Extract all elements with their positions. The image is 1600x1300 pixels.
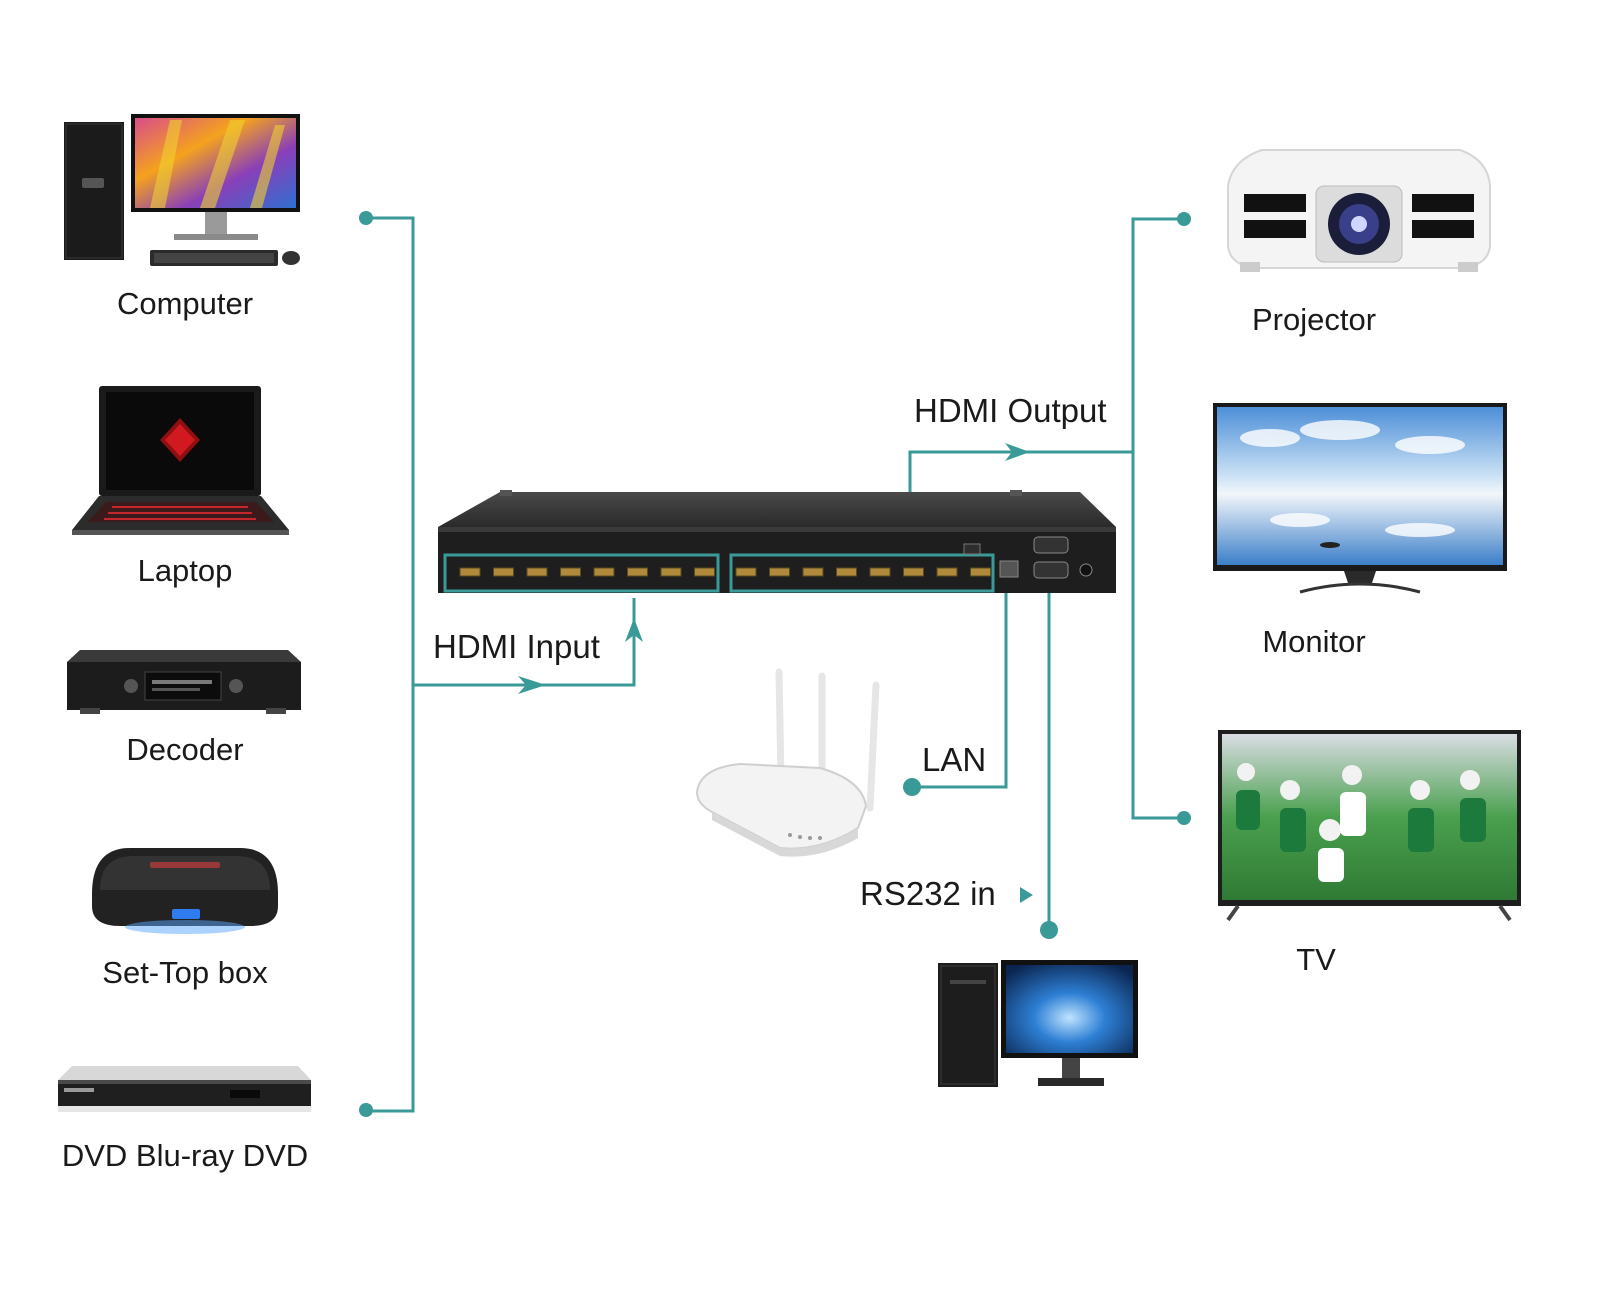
hdmi-input-port-7 [660, 567, 682, 577]
source-label-laptop: Laptop [137, 553, 233, 588]
rs232-in-label: RS232 in [860, 875, 996, 912]
hdmi-output-port-5 [869, 567, 891, 577]
hdmi-output-port-7 [936, 567, 958, 577]
connector-dots [359, 211, 1191, 1117]
hdmi-output-port-2 [769, 567, 790, 577]
source-label-set-top-box: Set-Top box [102, 955, 268, 990]
source-label-decoder: Decoder [126, 732, 244, 767]
hdmi-input-port-1 [459, 567, 481, 577]
bluray-player-icon [58, 1066, 311, 1112]
tv-icon [1218, 730, 1521, 922]
hdmi-output-port-8 [970, 567, 991, 577]
hdmi-output-port-3 [802, 567, 824, 577]
display-label-monitor: Monitor [1262, 624, 1366, 659]
hdmi-input-port-3 [526, 567, 548, 577]
projector-icon [1227, 149, 1491, 272]
hdmi-input-port-5 [593, 567, 615, 577]
hdmi-input-arrow-up [625, 618, 643, 642]
display-label-tv: TV [1296, 942, 1336, 977]
source-label-computer: Computer [116, 286, 254, 321]
hdmi-output-arrow-right [1005, 443, 1030, 461]
router-icon [695, 668, 880, 857]
hdmi-output-port-6 [903, 567, 924, 577]
rs232-arrow-right [1020, 887, 1033, 903]
hdmi-input-label: HDMI Input [433, 628, 600, 665]
hdmi-input-port-8 [694, 567, 715, 577]
hdmi-input-port-4 [560, 567, 581, 577]
computer-icon [64, 114, 300, 266]
display-bus-line [1131, 217, 1184, 820]
source-label-bluray: DVD Blu-ray DVD [61, 1138, 309, 1173]
laptop-icon [72, 386, 289, 535]
control-pc-icon [938, 960, 1138, 1087]
matrix-switcher-icon [438, 490, 1116, 593]
hdmi-input-arrow-right [518, 676, 546, 694]
monitor-icon [1213, 403, 1507, 594]
hdmi-output-port-1 [735, 567, 757, 577]
source-bus-line [366, 216, 415, 1113]
hdmi-input-port-2 [493, 567, 514, 577]
hdmi-output-label: HDMI Output [914, 392, 1107, 429]
decoder-icon [67, 650, 301, 714]
set-top-box-icon [92, 848, 278, 934]
lan-line [912, 572, 1008, 789]
hdmi-output-port-4 [836, 567, 857, 577]
hdmi-input-port-6 [627, 567, 648, 577]
display-label-projector: Projector [1251, 302, 1377, 337]
lan-label: LAN [922, 741, 987, 778]
